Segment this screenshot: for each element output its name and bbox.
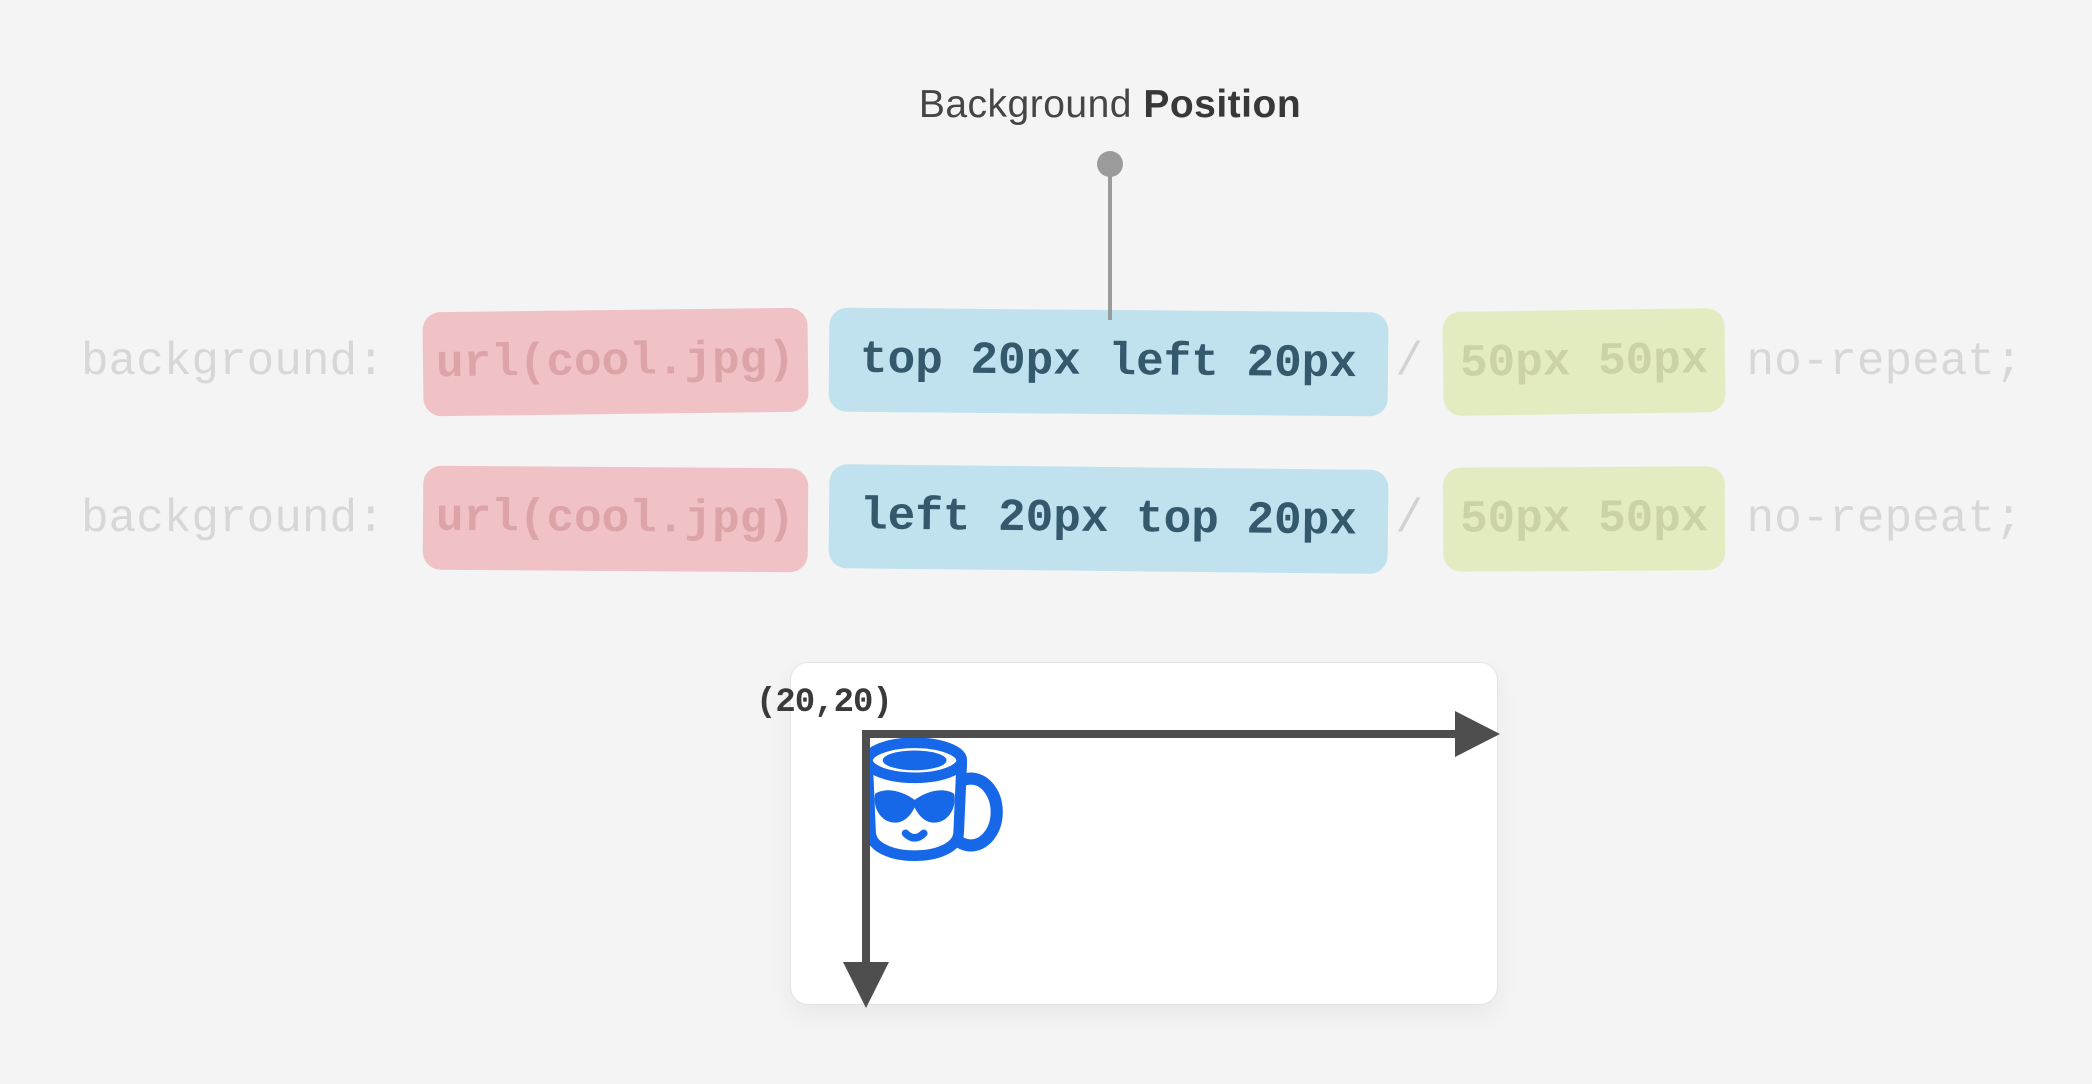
page-title: Background Position bbox=[918, 83, 1302, 127]
highlight-background-position: left 20px top 20px bbox=[827, 464, 1388, 574]
css-repeat-value: no-repeat; bbox=[1746, 493, 2023, 545]
code-line-2: background: url(cool.jpg) left 20px top … bbox=[81, 464, 2023, 574]
css-repeat-value: no-repeat; bbox=[1746, 336, 2023, 388]
highlight-background-image: url(cool.jpg) bbox=[422, 465, 808, 573]
css-property: background: bbox=[81, 336, 385, 388]
title-bold: Position bbox=[1143, 83, 1302, 126]
highlight-background-image: url(cool.jpg) bbox=[422, 307, 809, 417]
title-regular: Background bbox=[918, 83, 1144, 126]
highlight-background-size: 50px 50px bbox=[1442, 308, 1727, 416]
code-line-1: background: url(cool.jpg) top 20px left … bbox=[81, 307, 2023, 417]
highlight-background-size: 50px 50px bbox=[1442, 466, 1726, 572]
slash-separator: / bbox=[1395, 336, 1424, 388]
pointer-dot-icon bbox=[1097, 151, 1123, 320]
coordinate-label: (20,20) bbox=[756, 684, 893, 722]
css-property: background: bbox=[81, 493, 385, 545]
mug-with-sunglasses-icon bbox=[862, 737, 1003, 861]
highlight-background-position: top 20px left 20px bbox=[828, 307, 1388, 417]
slash-separator: / bbox=[1395, 493, 1424, 545]
